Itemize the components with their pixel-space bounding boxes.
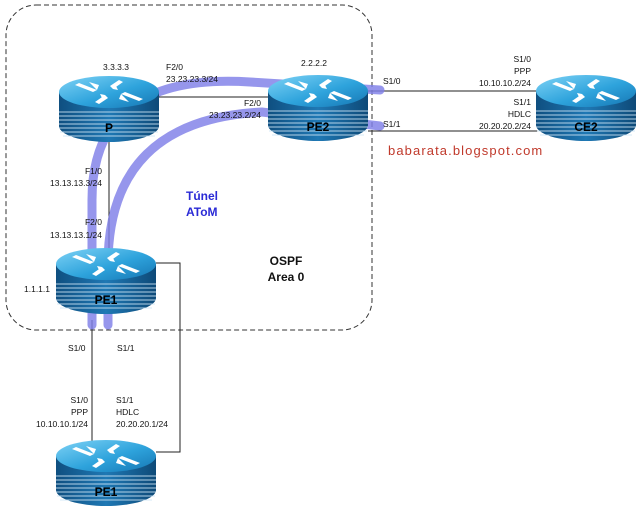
iface-p-f20: F2/0 bbox=[166, 62, 183, 72]
router-id-pe2: 2.2.2.2 bbox=[301, 58, 327, 68]
encap-pe1b-s10: PPP bbox=[71, 407, 88, 417]
iface-ce2-s11: S1/1 bbox=[514, 97, 532, 107]
tunnel-label: Túnel bbox=[186, 189, 218, 203]
router-name: PE2 bbox=[307, 120, 330, 134]
iface-pe1-s10: S1/0 bbox=[68, 343, 86, 353]
router-ce2[interactable]: CE2 bbox=[535, 74, 637, 142]
ip-ce2-s10: 10.10.10.2/24 bbox=[479, 78, 531, 88]
iface-ce2-s10: S1/0 bbox=[514, 54, 532, 64]
ip-pe2-f20: 23.23.23.2/24 bbox=[209, 110, 261, 120]
blog-watermark: babarata.blogspot.com bbox=[388, 143, 543, 158]
encap-ce2-s11: HDLC bbox=[508, 109, 531, 119]
router-pe1-bottom[interactable]: PE1 bbox=[55, 439, 157, 507]
ospf-label: OSPF bbox=[270, 254, 303, 268]
router-name: P bbox=[105, 121, 113, 135]
iface-pe1-f20: F2/0 bbox=[85, 217, 102, 227]
ip-ce2-s11: 20.20.20.2/24 bbox=[479, 121, 531, 131]
tunnel-type-label: AToM bbox=[186, 205, 218, 219]
encap-ce2-s10: PPP bbox=[514, 66, 531, 76]
ip-p-f10: 13.13.13.3/24 bbox=[50, 178, 102, 188]
link-pe1-pe1b-s11 bbox=[156, 262, 181, 453]
iface-pe2-f20: F2/0 bbox=[244, 98, 261, 108]
iface-pe1b-s11: S1/1 bbox=[116, 395, 134, 405]
iface-pe2-s11: S1/1 bbox=[383, 119, 401, 129]
iface-pe1b-s10: S1/0 bbox=[71, 395, 89, 405]
ospf-area-label: Area 0 bbox=[268, 270, 305, 284]
router-pe1[interactable]: PE1 bbox=[55, 247, 157, 315]
iface-p-f10: F1/0 bbox=[85, 166, 102, 176]
ip-pe1b-s10: 10.10.10.1/24 bbox=[36, 419, 88, 429]
router-id-pe1: 1.1.1.1 bbox=[24, 284, 50, 294]
network-links bbox=[91, 90, 538, 453]
ip-p-f20: 23.23.23.3/24 bbox=[166, 74, 218, 84]
router-id-p: 3.3.3.3 bbox=[103, 62, 129, 72]
ip-pe1-f20: 13.13.13.1/24 bbox=[50, 230, 102, 240]
iface-pe1-s11: S1/1 bbox=[117, 343, 135, 353]
iface-pe2-s10: S1/0 bbox=[383, 76, 401, 86]
router-p[interactable]: P bbox=[58, 75, 160, 143]
tunnel-path-2 bbox=[103, 107, 385, 330]
router-name: CE2 bbox=[574, 120, 598, 134]
router-pe2[interactable]: PE2 bbox=[267, 74, 369, 142]
router-name: PE1 bbox=[95, 293, 118, 307]
encap-pe1b-s11: HDLC bbox=[116, 407, 139, 417]
ospf-area-boundary bbox=[5, 4, 373, 331]
ip-pe1b-s11: 20.20.20.1/24 bbox=[116, 419, 168, 429]
router-name: PE1 bbox=[95, 485, 118, 499]
